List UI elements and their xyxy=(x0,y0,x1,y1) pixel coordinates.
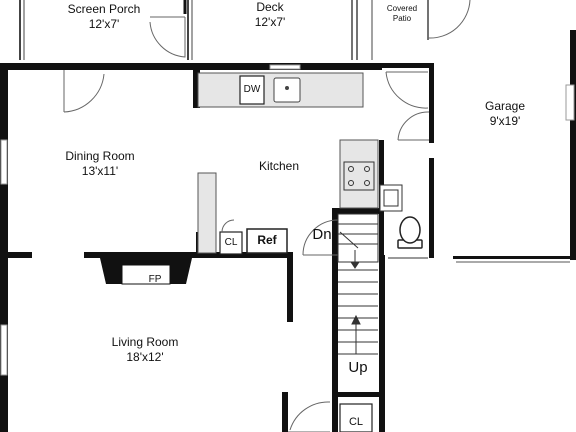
living-room-size: 18'x12' xyxy=(126,350,164,364)
dishwasher-label: DW xyxy=(243,84,261,95)
hall-sink-icon xyxy=(379,184,403,212)
garage-label: Garage 9'x19' xyxy=(470,99,540,129)
hall-closet-label: CL xyxy=(348,416,364,428)
dishwasher-icon xyxy=(239,75,265,105)
dining-door-swing xyxy=(63,70,105,113)
kitchen-name: Kitchen xyxy=(258,159,300,173)
dining-room-label: Dining Room 13'x11' xyxy=(50,149,150,179)
hall-closet xyxy=(339,403,373,432)
dining-room-size: 13'x11' xyxy=(81,164,119,178)
kitchen-closet-door xyxy=(221,219,235,233)
screen-porch-size: 12'x7' xyxy=(88,17,120,31)
stair-door-swing xyxy=(302,219,339,256)
living-room-label: Living Room 18'x12' xyxy=(95,335,195,365)
porch-door-swing xyxy=(149,16,186,58)
outdoor-area xyxy=(19,0,429,60)
toilet-icon xyxy=(397,216,423,249)
kitchen-label: Kitchen xyxy=(249,159,309,174)
windows xyxy=(0,64,575,376)
deck-size: 12'x7' xyxy=(254,15,286,29)
stove-icon xyxy=(343,161,375,191)
covered-patio-line2: Patio xyxy=(392,14,412,23)
living-room-name: Living Room xyxy=(111,335,179,349)
covered-patio-label: Covered Patio xyxy=(378,4,426,24)
refrigerator-icon xyxy=(246,228,288,254)
hall-door-swing xyxy=(385,71,430,141)
refrigerator-label: Ref xyxy=(257,233,277,247)
kitchen-closet-label: CL xyxy=(224,237,238,248)
covered-patio-line1: Covered xyxy=(386,4,418,13)
sink-icon xyxy=(273,77,301,103)
deck-label: Deck 12'x7' xyxy=(230,0,310,30)
stairs-up xyxy=(338,269,378,355)
stairs-up-label: Up xyxy=(348,359,368,376)
deck-name: Deck xyxy=(256,0,284,14)
patio-door-swing xyxy=(427,0,471,39)
screen-porch-label: Screen Porch 12'x7' xyxy=(54,2,154,32)
screen-porch-name: Screen Porch xyxy=(67,2,141,16)
stairs-down-label: Dn xyxy=(312,226,332,243)
garage-size: 9'x19' xyxy=(489,114,521,128)
kitchen-closet xyxy=(219,231,243,255)
garage-name: Garage xyxy=(484,99,526,113)
stairs-down xyxy=(337,213,379,269)
living-door-swing xyxy=(288,401,331,432)
fireplace-icon xyxy=(100,258,192,285)
dining-room-name: Dining Room xyxy=(65,149,135,163)
fireplace-label: FP xyxy=(148,274,162,285)
